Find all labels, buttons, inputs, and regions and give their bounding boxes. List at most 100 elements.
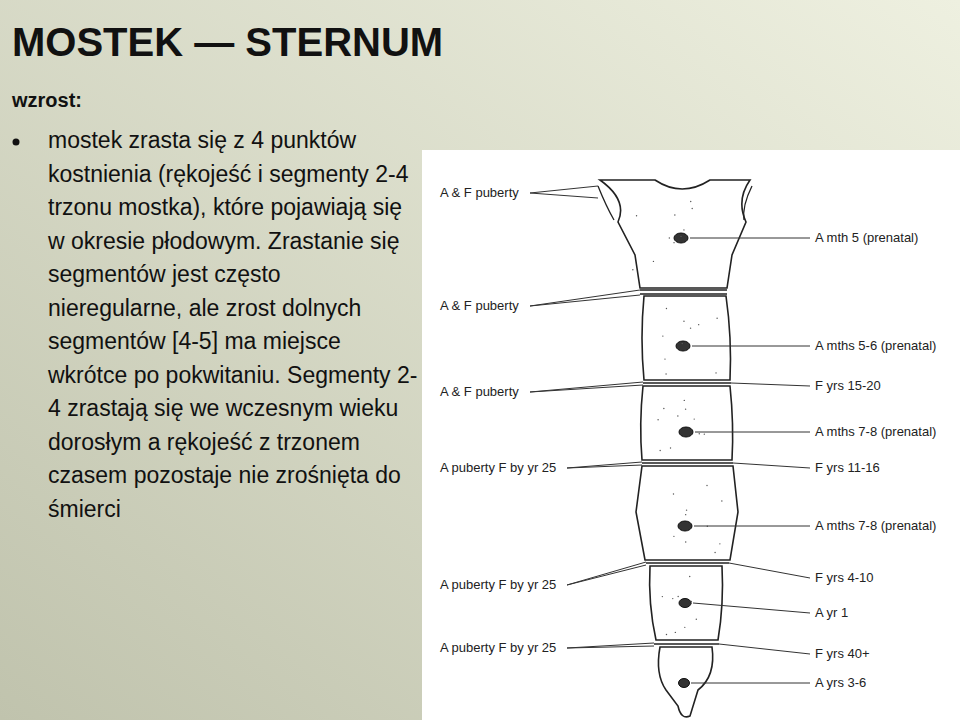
texture-dot <box>632 269 633 270</box>
joint-line <box>643 382 731 383</box>
texture-dot <box>666 634 667 635</box>
texture-dot <box>721 500 722 501</box>
appearance-label: A mths 7-8 (prenatal) <box>815 518 936 534</box>
leader-line <box>692 346 810 347</box>
texture-dot <box>677 415 678 416</box>
texture-dot <box>684 627 685 628</box>
texture-dot <box>662 335 663 336</box>
fusion-label: A puberty F by yr 25 <box>440 460 556 476</box>
clavicular-notch <box>744 186 752 220</box>
leader-lines <box>530 186 810 683</box>
fusion-label: A puberty F by yr 25 <box>440 640 556 656</box>
texture-dot <box>662 596 663 597</box>
figure-panel <box>422 150 960 720</box>
sternebra-3 <box>636 466 738 560</box>
fusion-label: A & F puberty <box>440 185 519 201</box>
texture-dot <box>698 324 699 325</box>
appearance-label: A mths 7-8 (prenatal) <box>815 424 936 440</box>
texture-dot <box>691 601 692 602</box>
appearance-label: A mths 5-6 (prenatal) <box>815 338 936 354</box>
leader-line <box>691 683 810 684</box>
texture-dot <box>689 576 690 577</box>
texture-dot <box>673 493 674 494</box>
joint-line <box>646 562 729 563</box>
sternum-bones <box>600 180 750 717</box>
sternebra-4 <box>650 566 723 640</box>
texture-dot <box>684 400 685 401</box>
leader-line <box>530 290 640 306</box>
texture-dot <box>657 419 658 420</box>
slide-title: MOSTEK — STERNUM <box>12 18 443 66</box>
leader-line <box>731 383 810 386</box>
ossification-centre <box>674 233 688 243</box>
sternebra-2 <box>641 386 733 460</box>
texture-dot <box>691 208 692 209</box>
texture-dot <box>680 236 681 237</box>
texture-dot <box>685 541 686 542</box>
texture-dot <box>669 237 670 238</box>
texture-dot <box>682 343 683 344</box>
leader-line <box>690 238 810 239</box>
manubrium <box>600 180 750 288</box>
texture-dot <box>719 543 720 544</box>
texture-dot <box>636 215 637 216</box>
texture-dot <box>685 514 686 515</box>
texture-dot <box>674 214 675 215</box>
fusion-label: F yrs 4-10 <box>815 570 874 586</box>
bone-texture <box>632 201 722 635</box>
ossification-centre <box>679 599 691 608</box>
texture-dot <box>693 418 694 419</box>
texture-dot <box>716 318 717 319</box>
appearance-label: A yrs 3-6 <box>815 675 866 691</box>
fusion-label: F yrs 15-20 <box>815 378 881 394</box>
texture-dot <box>706 485 707 486</box>
texture-dot <box>699 433 700 434</box>
fusion-label: F yrs 11-16 <box>815 460 880 476</box>
clavicular-notch <box>598 186 614 220</box>
ossification-centre <box>679 679 690 688</box>
leader-line <box>729 563 810 578</box>
texture-dot <box>670 447 671 448</box>
texture-dot <box>673 536 674 537</box>
leader-line <box>530 186 598 198</box>
cartilage-joints <box>640 290 733 644</box>
appearance-label: A yr 1 <box>815 605 848 621</box>
texture-dot <box>665 373 666 374</box>
leader-line <box>567 643 654 648</box>
texture-dot <box>704 433 705 434</box>
texture-dot <box>714 552 715 553</box>
texture-dot <box>672 598 673 599</box>
texture-dot <box>664 358 665 359</box>
ossification-centre <box>676 341 690 351</box>
texture-dot <box>677 596 678 597</box>
fusion-label: A puberty F by yr 25 <box>440 577 556 593</box>
texture-dot <box>690 201 691 202</box>
bullet-dot <box>13 139 20 146</box>
fusion-label: A & F puberty <box>440 298 519 314</box>
texture-dot <box>715 372 716 373</box>
xiphoid-process <box>658 647 712 717</box>
texture-dot <box>666 308 667 309</box>
texture-dot <box>686 509 687 510</box>
ossification-centre <box>678 521 692 531</box>
leader-line <box>719 644 810 654</box>
texture-dot <box>653 261 654 262</box>
texture-dot <box>685 408 686 409</box>
leader-line <box>695 432 810 433</box>
texture-dot <box>663 408 664 409</box>
leader-line <box>567 562 646 585</box>
leader-line <box>694 526 810 527</box>
texture-dot <box>691 602 692 603</box>
leader-line <box>693 603 810 613</box>
texture-dot <box>673 242 674 243</box>
texture-dot <box>675 632 676 633</box>
ossification-centre <box>679 427 693 437</box>
fusion-label: F yrs 40+ <box>815 646 870 662</box>
ossification-centres <box>674 233 693 688</box>
texture-dot <box>696 619 697 620</box>
costal-notches <box>598 186 752 220</box>
joint-line <box>640 290 727 294</box>
subheading: wzrost: <box>12 88 82 112</box>
